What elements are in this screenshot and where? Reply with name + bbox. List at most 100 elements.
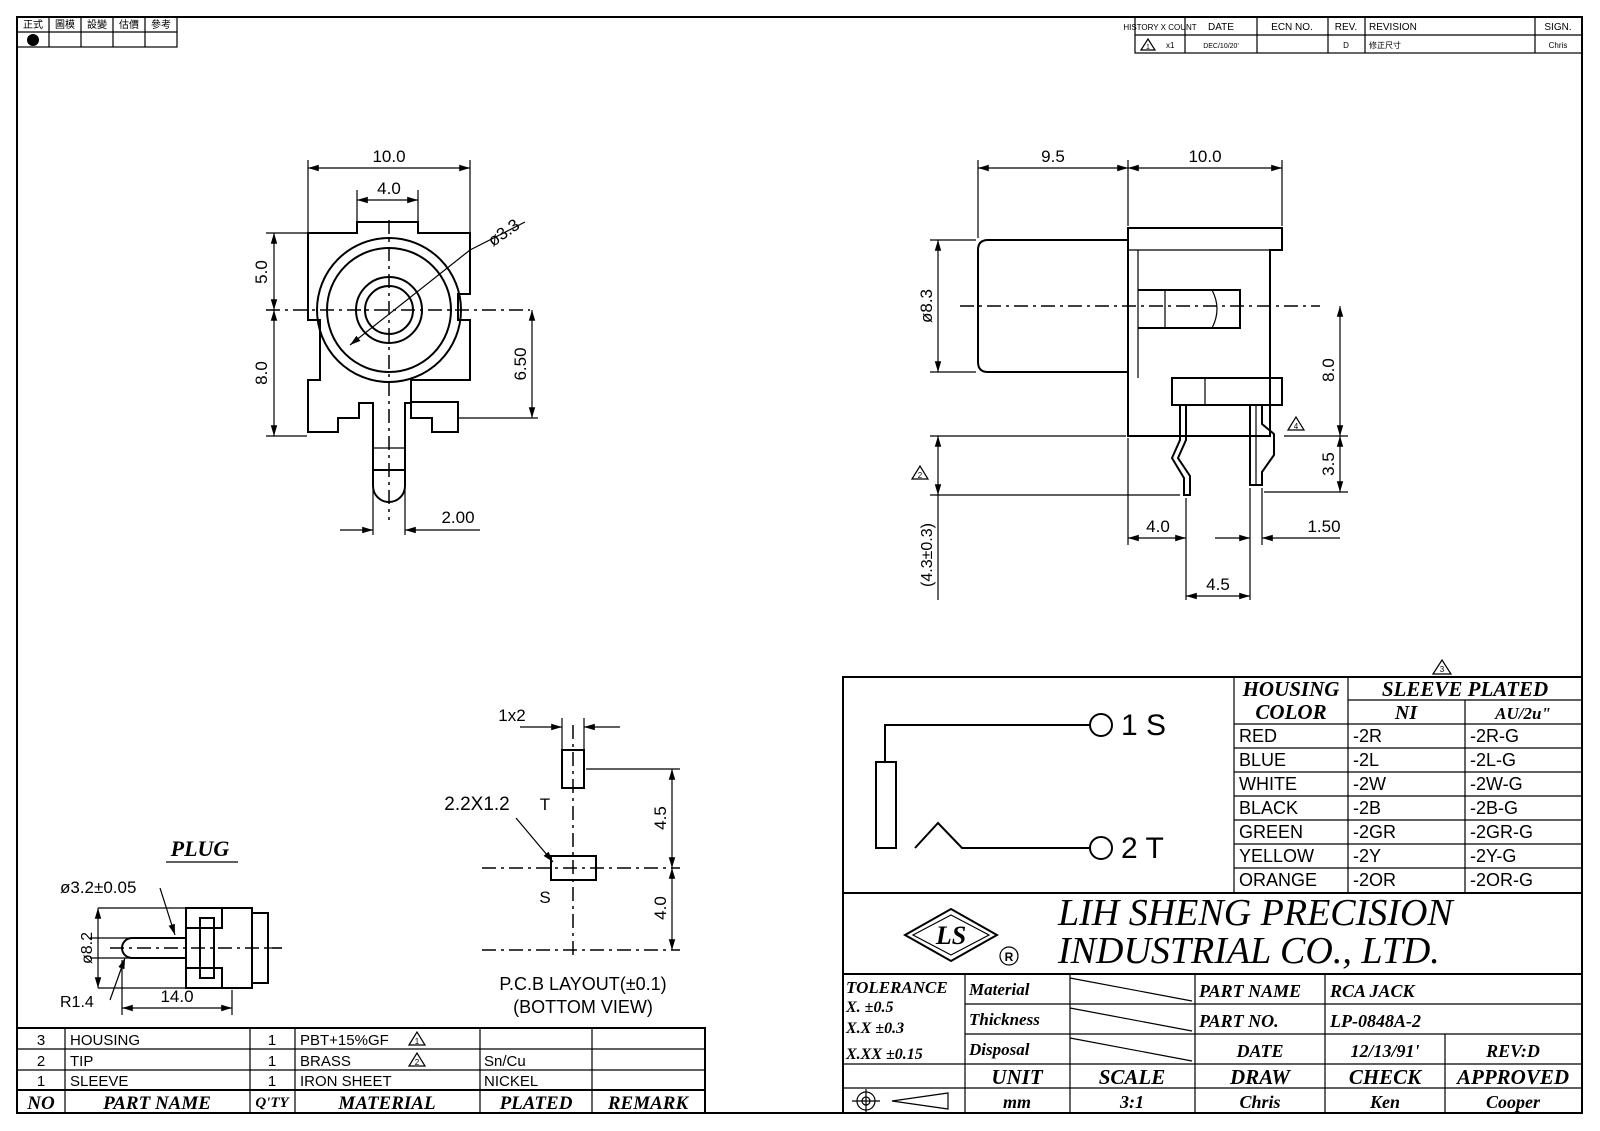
pin-1-label: 1 S [1121, 709, 1166, 742]
plating-code-cell: -2B-G [1470, 798, 1518, 818]
dim-label: 4.0 [651, 896, 670, 920]
svg-text:2: 2 [415, 1058, 420, 1067]
dim-label: 2.00 [441, 508, 474, 527]
schematic-panel: 1 S 2 T [842, 676, 1583, 1114]
bom-cell: 1 [268, 1073, 276, 1090]
dim-label: 8.0 [1319, 358, 1338, 382]
unit-value: mm [1003, 1092, 1031, 1112]
tolerance-value: X. ±0.5 [845, 999, 893, 1016]
plug-view: PLUG ø3.2±0.05 ø8.2 R1.4 14.0 [60, 836, 282, 1015]
company-logo: LS R [902, 907, 1019, 966]
plating-code-cell: -2Y-G [1470, 846, 1516, 866]
disposal-label: Disposal [968, 1040, 1030, 1059]
rev-header: DATE [1208, 22, 1234, 33]
revision-triangle-icon [407, 1051, 427, 1067]
bom-cell: NICKEL [484, 1073, 538, 1090]
plating-code-cell: -2R [1353, 726, 1382, 746]
sheet-border [16, 16, 1583, 1114]
svg-text:2: 2 [918, 471, 923, 480]
front-view: 10.0 4.0 ø3.3 5.0 8.0 6.50 2.00 [252, 147, 538, 535]
dim-label: ø3.2±0.05 [60, 878, 136, 897]
svg-text:LS: LS [935, 921, 966, 950]
svg-text:R: R [1005, 950, 1014, 964]
stamp-label: 參考 [151, 18, 171, 31]
rev-value: REV:D [1485, 1041, 1540, 1061]
svg-text:1: 1 [1146, 44, 1150, 51]
bom-header: PART NAME [102, 1093, 211, 1114]
revision-triangle-icon [910, 464, 930, 480]
housing-color-cell: YELLOW [1239, 846, 1314, 866]
svg-text:x1: x1 [1166, 41, 1175, 50]
dim-label: 4.5 [651, 806, 670, 830]
date-value: 12/13/91' [1350, 1041, 1419, 1061]
dim-label: ø3.3 [484, 215, 523, 250]
svg-text:Chris: Chris [1549, 41, 1568, 50]
bom-cell: 3 [37, 1032, 45, 1049]
rev-header: ECN NO. [1271, 22, 1313, 33]
color-table: 3 HOUSING COLOR SLEEVE PLATED NI AU/2u" … [1233, 658, 1582, 893]
draw-label: DRAW [1229, 1065, 1291, 1089]
plating-code-cell: -2W-G [1470, 774, 1523, 794]
dim-label: 8.0 [252, 361, 271, 385]
dim-label: (4.3±0.3) [919, 523, 936, 587]
pin-label: T [540, 795, 550, 814]
svg-text:DEC/10/20': DEC/10/20' [1203, 43, 1239, 50]
rev-header: REVISION [1369, 22, 1417, 33]
title-block: LS R LIH SHENG PRECISION INDUSTRIAL CO.,… [843, 892, 1582, 1113]
plug-title: PLUG [170, 836, 230, 861]
svg-text:1: 1 [415, 1037, 420, 1046]
revision-block: HISTORY X COUNT DATE ECN NO. REV. REVISI… [1123, 16, 1583, 54]
housing-color-cell: BLACK [1239, 798, 1298, 818]
plating-code-cell: -2B [1353, 798, 1381, 818]
bom-cell: PBT+15%GF [300, 1032, 389, 1049]
plating-code-cell: -2L [1353, 750, 1379, 770]
plating-code-cell: -2GR-G [1470, 822, 1533, 842]
part-name-value: RCA JACK [1329, 981, 1417, 1001]
part-name-label: PART NAME [1198, 981, 1301, 1001]
scale-value: 3:1 [1119, 1092, 1144, 1112]
color-header: COLOR [1255, 700, 1326, 724]
housing-color-cell: RED [1239, 726, 1277, 746]
bom-table: 3 HOUSING 1 PBT+15%GF 1 2 TIP 1 BRASS 2 … [16, 1027, 706, 1114]
tip-contact [875, 761, 897, 849]
bom-header: PLATED [499, 1093, 573, 1114]
pin-2-label: 2 T [1121, 832, 1164, 865]
terminal-2 [1089, 836, 1113, 860]
bom-header: REMARK [607, 1093, 690, 1114]
dim-label: 3.5 [1319, 452, 1338, 476]
plating-code-cell: -2R-G [1470, 726, 1519, 746]
stamp-label: 正式 [23, 18, 43, 31]
svg-text:D: D [1343, 41, 1349, 50]
revision-triangle-icon [407, 1030, 427, 1046]
plating-code-cell: -2OR [1353, 870, 1396, 890]
bom-header: NO [26, 1093, 55, 1114]
color-header: SLEEVE PLATED [1382, 677, 1548, 701]
revision-triangle-icon [1139, 37, 1157, 51]
dim-label: 4.5 [1206, 575, 1230, 594]
plating-code-cell: -2Y [1353, 846, 1381, 866]
stamp-label: 設變 [87, 18, 107, 31]
housing-color-cell: WHITE [1239, 774, 1297, 794]
dim-label: 10.0 [372, 147, 405, 166]
stamp-label: 圖模 [55, 19, 75, 31]
bom-header: Q'TY [255, 1095, 290, 1111]
bom-cell: TIP [70, 1053, 93, 1070]
pcb-layout: 1x2 2.2X1.2 4.5 4.0 T S P.C.B LAYOUT(±0.… [444, 706, 680, 1017]
unit-label: UNIT [991, 1065, 1044, 1089]
pcb-caption: P.C.B LAYOUT(±0.1) [499, 974, 666, 994]
draw-value: Chris [1239, 1092, 1280, 1112]
bom-cell: HOUSING [70, 1032, 140, 1049]
svg-text:3: 3 [1440, 665, 1445, 674]
color-header: AU/2u" [1494, 704, 1551, 723]
plating-code-cell: -2OR-G [1470, 870, 1533, 890]
tolerance-value: X.X ±0.3 [845, 1020, 904, 1037]
dim-label: ø8.2 [79, 932, 96, 964]
check-label: CHECK [1349, 1065, 1423, 1089]
dim-label: 4.0 [1146, 517, 1170, 536]
bom-cell: 1 [37, 1073, 45, 1090]
dim-label: 6.50 [511, 347, 530, 380]
revision-triangle-icon [1431, 658, 1453, 675]
bom-header: MATERIAL [337, 1093, 435, 1114]
dim-label: 1.50 [1307, 517, 1340, 536]
